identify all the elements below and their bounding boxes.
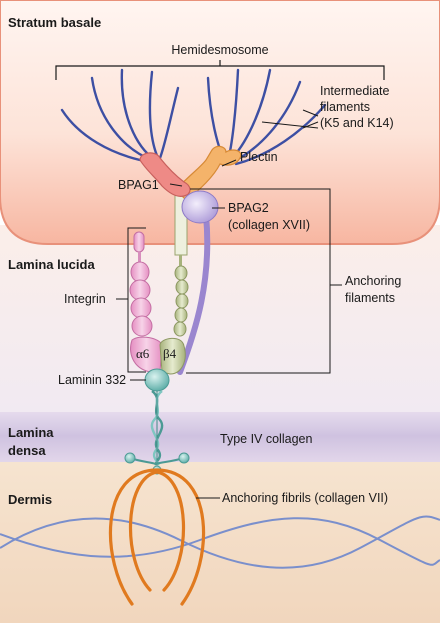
plectin [175, 145, 242, 201]
integrin-alpha6 [129, 231, 163, 373]
lamina-lucida-layer [0, 225, 440, 412]
dermal-fiber [0, 515, 440, 569]
label-type-iv-collagen: Type IV collagen [220, 432, 312, 446]
label-lamina-lucida: Lamina lucida [8, 257, 95, 272]
label-intermediate-line2: filaments [320, 100, 370, 114]
label-lamina-densa-line2: densa [8, 443, 46, 458]
dermal-fiber [0, 517, 440, 566]
label-dermis: Dermis [8, 492, 52, 507]
label-lamina-densa-line1: Lamina [8, 425, 54, 440]
label-integrin: Integrin [64, 292, 106, 306]
label-beta4: β4 [163, 346, 177, 361]
label-plectin: Plectin [240, 150, 278, 164]
label-laminin-332: Laminin 332 [58, 373, 126, 387]
label-intermediate-line1: Intermediate [320, 84, 390, 98]
label-hemidesmosome: Hemidesmosome [171, 43, 268, 57]
label-intermediate-line3: (K5 and K14) [320, 116, 394, 130]
bpag2-globule [181, 190, 219, 224]
label-anchoring-filaments-line1: Anchoring [345, 274, 401, 288]
dermis-layer [0, 460, 440, 623]
label-anchoring-fibrils: Anchoring fibrils (collagen VII) [222, 491, 388, 505]
label-bpag2-line1: BPAG2 [228, 201, 269, 215]
stratum-basale-cell [0, 0, 440, 245]
anchoring-fibrils [108, 468, 206, 606]
hemidesmosome-bracket [55, 60, 385, 80]
lamina-densa-layer [0, 410, 440, 462]
leader-lines [116, 109, 342, 499]
label-alpha6: α6 [136, 346, 150, 361]
label-bpag2-line2: (collagen XVII) [228, 218, 310, 232]
label-bpag1: BPAG1 [118, 178, 159, 192]
label-anchoring-filaments-line2: filaments [345, 291, 395, 305]
label-stratum-basale: Stratum basale [8, 15, 101, 30]
